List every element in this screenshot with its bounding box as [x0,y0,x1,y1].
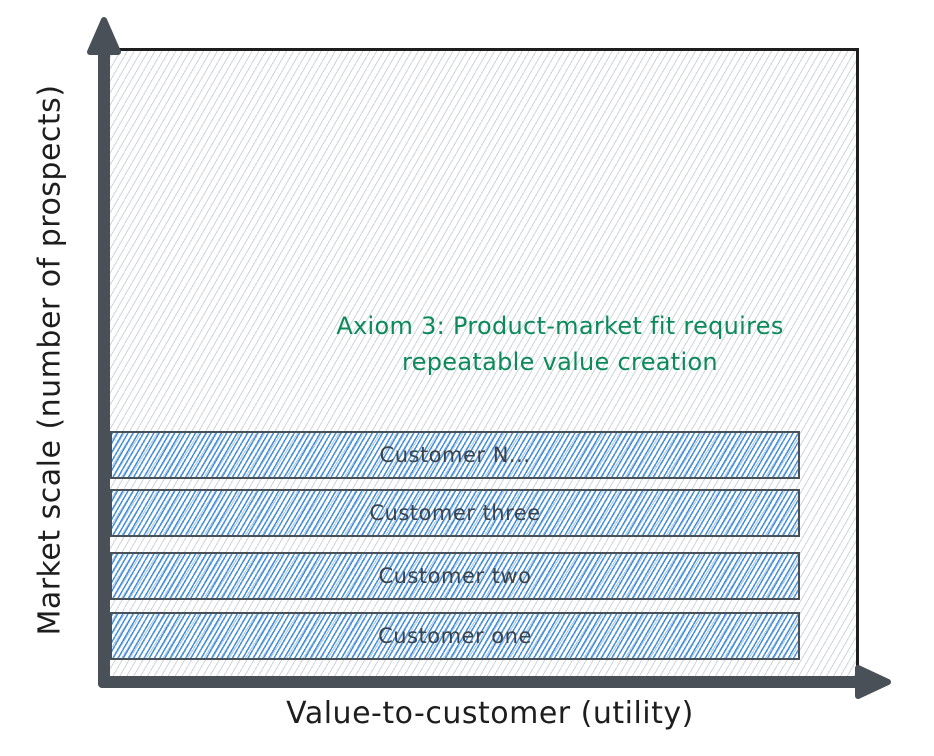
customer-band-label: Customer three [369,501,541,525]
y-axis-label: Market scale (number of prospects) [32,84,68,636]
customer-band-two: Customer two [110,552,800,600]
x-axis-line [98,676,870,688]
axiom-line-1: Axiom 3: Product-market fit requires [336,312,784,340]
customer-band-label: Customer two [378,564,532,588]
customer-band-label: Customer one [378,624,532,648]
customer-band-one: Customer one [110,612,800,660]
x-axis-arrowhead-icon [855,665,891,699]
customer-band-label: Customer N... [379,443,531,467]
y-axis-arrowhead-icon [87,17,121,55]
x-axis-label: Value-to-customer (utility) [286,696,694,731]
axiom-annotation: Axiom 3: Product-market fit requires rep… [270,308,850,380]
customer-band-n: Customer N... [110,431,800,479]
axiom-line-2: repeatable value creation [402,348,718,376]
customer-band-three: Customer three [110,489,800,537]
y-axis-line [98,40,110,686]
